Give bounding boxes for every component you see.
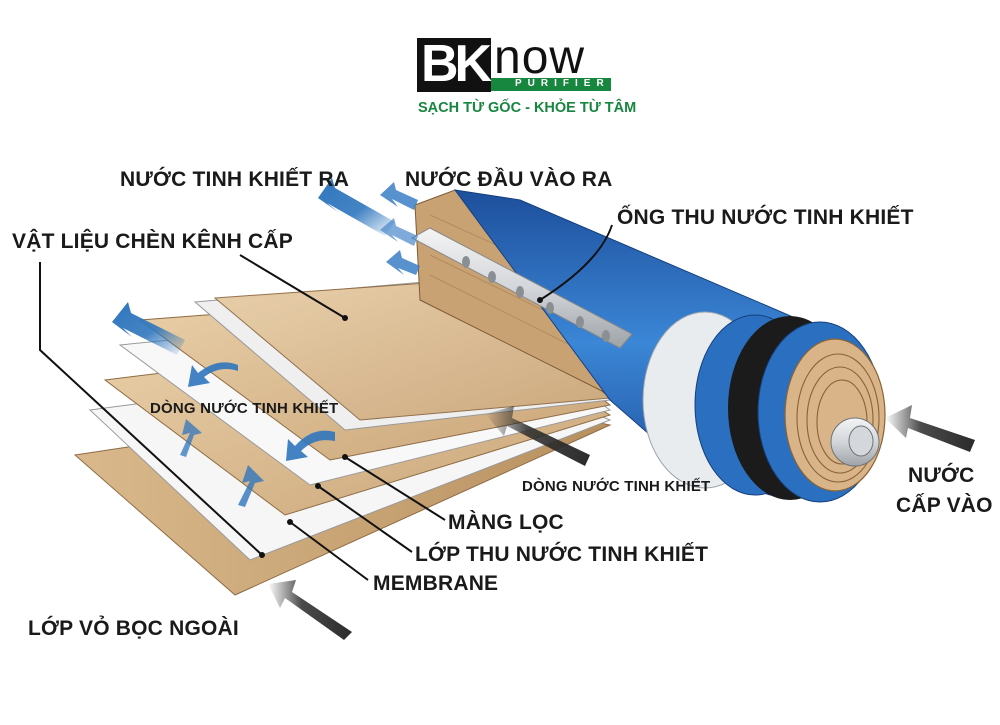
label-permeate-tube: ỐNG THU NƯỚC TINH KHIẾT (617, 206, 914, 229)
feed-arrows (268, 405, 975, 640)
curved-flow-arrows (180, 362, 335, 507)
label-pure-flow-right: DÒNG NƯỚC TINH KHIẾT (522, 478, 711, 495)
logo-word: NOW (494, 31, 586, 84)
membrane-cylinder (414, 189, 886, 503)
label-outer-wrap: LỚP VỎ BỌC NGOÀI (28, 617, 239, 640)
arrow-feed-right (885, 405, 975, 452)
leader-permeate-layer (317, 485, 413, 553)
logo-mark: BK (421, 35, 492, 93)
label-feed-water-out: NƯỚC ĐẦU VÀO RA (405, 168, 613, 191)
tube-holes (462, 256, 610, 342)
curve-arrow-2 (286, 430, 335, 461)
arrow-feed-out-2 (386, 250, 420, 275)
brand-tagline: SẠCH TỪ GỐC - KHỎE TỪ TÂM (418, 100, 637, 116)
arrow-feed-into-sheets (485, 406, 590, 466)
leader-permeate-tube (539, 224, 613, 301)
bknow-logo (417, 38, 611, 92)
leader-filter-membrane (344, 456, 446, 521)
label-pure-flow-left: DÒNG NƯỚC TINH KHIẾT (150, 400, 339, 417)
arrow-pure-out-left (112, 302, 185, 355)
label-pure-water-out: NƯỚC TINH KHIẾT RA (120, 168, 350, 191)
arrow-feed-out-3 (380, 218, 418, 246)
arrow-feed-bottom (268, 580, 352, 640)
label-feed-in-1: NƯỚC (908, 464, 975, 487)
label-feed-spacer: VẬT LIỆU CHÈN KÊNH CẤP (12, 230, 293, 253)
arrow-feed-out-1 (380, 182, 418, 210)
label-filter-membrane: MÀNG LỌC (448, 511, 564, 534)
cylinder-end-face (784, 338, 886, 492)
label-permeate-layer: LỚP THU NƯỚC TINH KHIẾT (415, 543, 709, 566)
curve-arrow-1 (188, 362, 238, 387)
center-pipe-hole (848, 425, 874, 457)
label-feed-in-2: CẤP VÀO (896, 494, 993, 517)
end-face-spiral (796, 353, 880, 483)
leader-outer-wrap (39, 262, 263, 556)
arrow-pure-out-top (318, 178, 395, 236)
label-membrane: MEMBRANE (373, 572, 499, 595)
up-arrow-1 (180, 419, 202, 457)
logo-sub: PURIFIER (515, 78, 610, 89)
leader-membrane (289, 521, 369, 581)
up-arrow-2 (238, 465, 264, 507)
logo-green-bar (491, 78, 611, 91)
leader-lines (39, 224, 613, 581)
leader-feed-spacer (239, 254, 346, 319)
pure-water-out-arrows (112, 178, 420, 355)
leader-dots (259, 297, 543, 558)
permeate-tube (410, 227, 633, 349)
logo-badge (417, 38, 491, 92)
